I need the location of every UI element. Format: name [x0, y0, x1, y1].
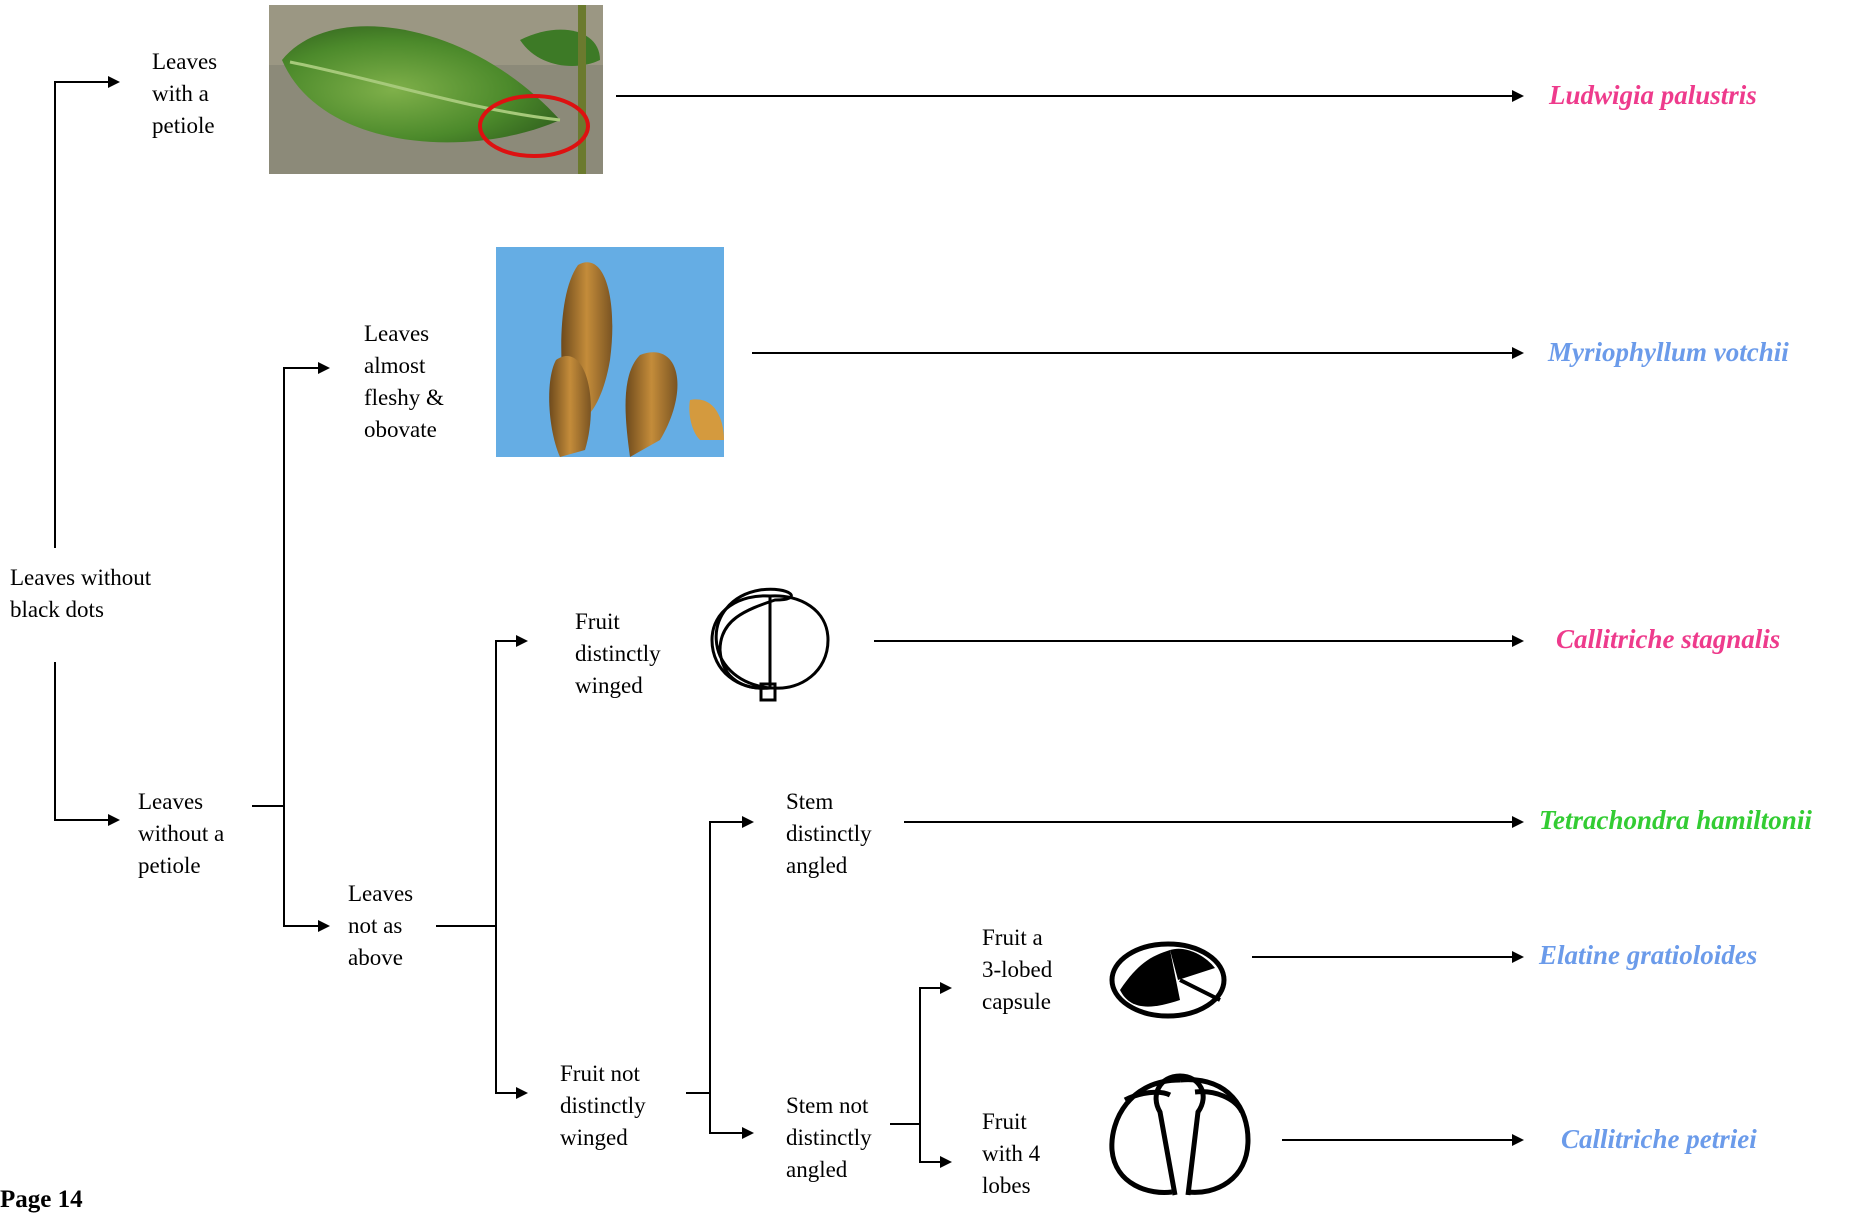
drawing-fruit-winged — [712, 589, 828, 700]
connector-3lobed-branch — [920, 988, 950, 1124]
connector-4lobes-branch — [920, 1124, 950, 1162]
label-stem-distinctly-angled: Stem distinctly angled — [786, 786, 872, 882]
species-tetrachondra-hamiltonii: Tetrachondra hamiltonii — [1539, 805, 1812, 836]
species-myriophyllum-votchii: Myriophyllum votchii — [1548, 337, 1789, 368]
label-root: Leaves without black dots — [10, 562, 151, 626]
label-fruit-3-lobed-capsule: Fruit a 3-lobed capsule — [982, 922, 1052, 1018]
connector-notabove-branch — [284, 806, 328, 926]
drawing-fruit-3lobed — [1112, 944, 1224, 1016]
label-fruit-distinctly-winged: Fruit distinctly winged — [575, 606, 661, 702]
connector-notwinged-branch — [496, 926, 526, 1093]
species-callitriche-stagnalis: Callitriche stagnalis — [1556, 624, 1780, 655]
connector-angled-branch — [710, 822, 752, 1093]
species-elatine-gratioloides: Elatine gratioloides — [1539, 940, 1757, 971]
species-callitriche-petriei: Callitriche petriei — [1561, 1124, 1757, 1155]
label-fruit-with-4-lobes: Fruit with 4 lobes — [982, 1106, 1040, 1202]
species-ludwigia-palustris: Ludwigia palustris — [1549, 80, 1757, 111]
label-leaves-with-petiole: Leaves with a petiole — [152, 46, 217, 142]
label-leaves-not-as-above: Leaves not as above — [348, 878, 413, 974]
connector-fleshy-branch — [284, 368, 328, 806]
label-fruit-not-winged: Fruit not distinctly winged — [560, 1058, 646, 1154]
label-leaves-fleshy-obovate: Leaves almost fleshy & obovate — [364, 318, 444, 446]
connector-winged-branch — [496, 641, 526, 926]
label-leaves-without-petiole: Leaves without a petiole — [138, 786, 224, 882]
connector-root-up — [55, 82, 118, 548]
page-number: Page 14 — [0, 1186, 83, 1214]
connector-notangled-branch — [710, 1093, 752, 1133]
connector-root-down — [55, 662, 118, 820]
photo-fleshy-leaves — [496, 247, 724, 457]
photo-leaf-petiole — [269, 5, 603, 174]
drawing-fruit-4lobes — [1112, 1076, 1248, 1195]
connector-lines — [55, 82, 1522, 1162]
label-stem-not-angled: Stem not distinctly angled — [786, 1090, 872, 1186]
